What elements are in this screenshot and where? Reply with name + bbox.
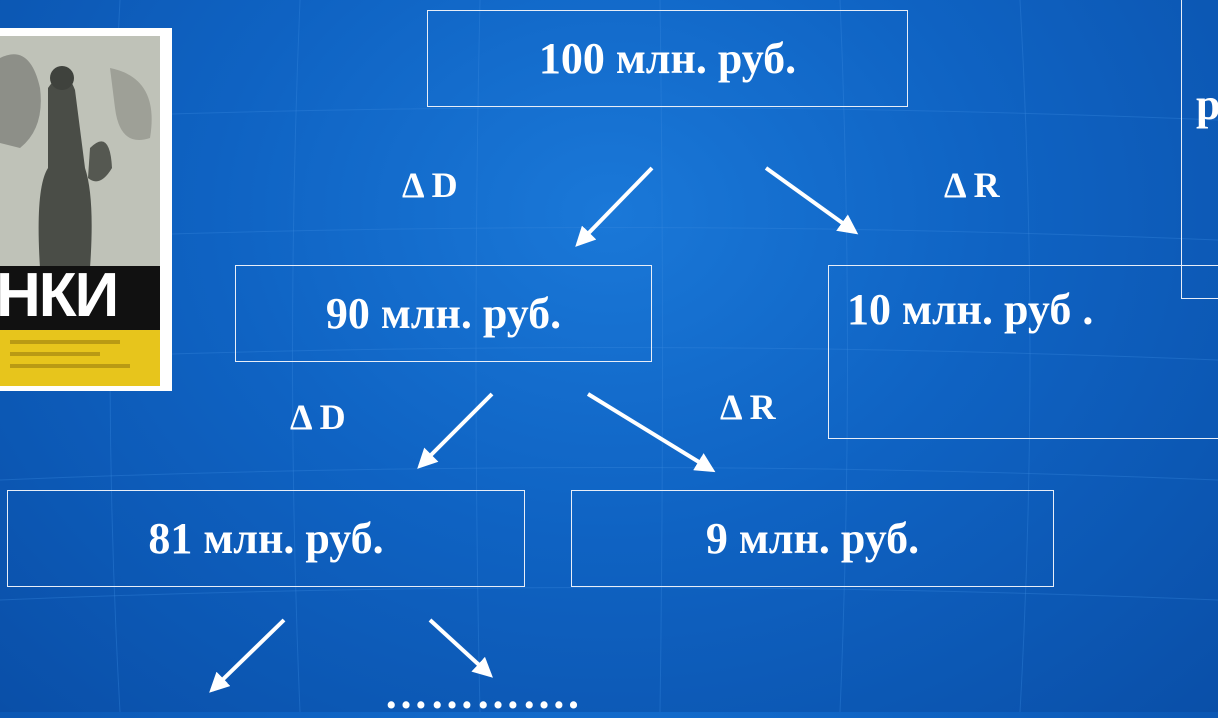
node-100-text: 100 млн. руб. [538,34,797,83]
photo-caption: НКИ [0,261,119,330]
label-delta-d-1: Δ D [402,165,458,205]
node-9: 9 млн. руб. [571,490,1054,587]
label-delta-r-2: Δ R [720,387,776,427]
continuation-ellipsis: …………. [384,669,581,718]
arrow-top-to-right1 [764,166,859,235]
node-100: 100 млн. руб. [427,10,908,107]
node-90: 90 млн. руб. [235,265,652,362]
arrow-left1-to-left2 [417,392,494,469]
arrow-left2-down-right [428,618,493,678]
banknote-picture: НКИ [0,28,172,391]
node-81: 81 млн. руб. [7,490,525,587]
arrow-left2-down-left [209,618,286,693]
partial-box: р [1181,0,1218,299]
label-delta-r-1: Δ R [944,165,1000,205]
node-90-text: 90 млн. руб. [325,289,562,338]
node-10-text: 10 млн. руб . [847,285,1094,334]
node-10: 10 млн. руб . [828,265,1218,439]
arrow-top-to-left1 [575,166,654,247]
partial-box-text: р [1196,80,1218,129]
arrow-left1-to-right2 [586,392,716,473]
monument-image [0,28,172,391]
label-delta-d-2: Δ D [290,397,346,437]
node-9-text: 9 млн. руб. [705,514,920,563]
node-81-text: 81 млн. руб. [148,514,384,563]
